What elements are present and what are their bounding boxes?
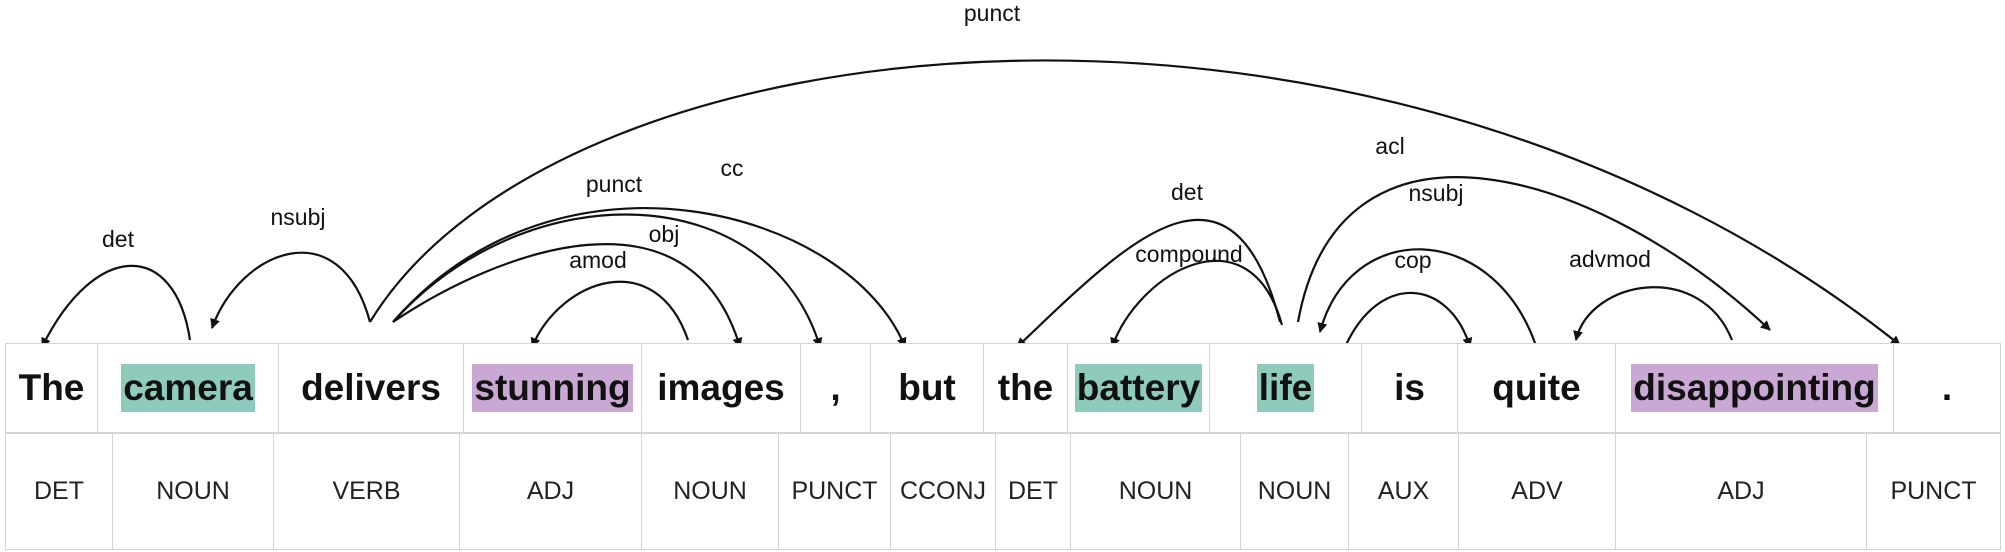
word-cell: is [1361, 343, 1458, 433]
dependency-arc [1317, 248, 1537, 344]
dependency-label: det [1171, 179, 1204, 205]
pos-tag: NOUN [156, 477, 230, 505]
pos-cell: ADV [1458, 433, 1616, 550]
word-token: images [657, 367, 785, 408]
dependency-label: cc [721, 155, 744, 181]
dependency-label: compound [1135, 241, 1242, 267]
dependency-label: punct [964, 0, 1021, 26]
dependency-label: advmod [1569, 246, 1651, 272]
dependency-arc [210, 251, 372, 329]
word-token: The [18, 367, 85, 408]
word-cell: camera [97, 343, 279, 433]
pos-tag: CCONJ [899, 477, 987, 505]
word-token: , [830, 367, 841, 408]
word-token: quite [1492, 367, 1581, 408]
word-token: disappointing [1631, 364, 1878, 412]
pos-tag: DET [34, 477, 84, 505]
pos-tag: PUNCT [791, 477, 878, 505]
word-cell: quite [1457, 343, 1616, 433]
word-cell: The [5, 343, 98, 433]
pos-tag: PUNCT [1890, 477, 1977, 505]
dependency-arc [530, 280, 690, 348]
dependency-arc [1573, 286, 1734, 341]
dependency-arc [392, 243, 743, 348]
word-token: . [1941, 367, 1953, 408]
pos-cell: PUNCT [1866, 433, 2001, 550]
pos-tag: VERB [332, 477, 401, 505]
dependency-arc [392, 213, 823, 348]
pos-cell: PUNCT [778, 433, 891, 550]
word-token: stunning [472, 364, 633, 412]
word-cell: battery [1067, 343, 1210, 433]
dependency-arc [392, 207, 907, 348]
pos-cell: NOUN [1240, 433, 1349, 550]
dependency-label: cop [1394, 247, 1431, 273]
word-token: camera [121, 364, 255, 412]
dependency-arc [1343, 291, 1473, 348]
dependency-arc [1296, 176, 1771, 331]
pos-cell: CCONJ [890, 433, 996, 550]
pos-cell: NOUN [112, 433, 274, 550]
dependency-label: amod [569, 247, 627, 273]
pos-tag: NOUN [1118, 477, 1193, 505]
word-cell: the [983, 343, 1068, 433]
dependency-arc [41, 264, 192, 348]
word-cell: disappointing [1615, 343, 1894, 433]
word-cell: but [870, 343, 984, 433]
pos-cell: DET [995, 433, 1071, 550]
pos-tag: NOUN [673, 477, 747, 505]
pos-cell: AUX [1348, 433, 1459, 550]
word-cell: . [1893, 343, 2001, 433]
pos-tag: ADJ [526, 477, 575, 505]
word-token: battery [1074, 364, 1203, 412]
pos-cell: ADJ [1615, 433, 1867, 550]
dependency-arc [369, 59, 1901, 346]
word-cell: delivers [278, 343, 464, 433]
pos-tag: AUX [1377, 477, 1430, 505]
dependency-label: punct [586, 171, 643, 197]
word-cell: , [800, 343, 871, 433]
dependency-label: det [102, 226, 135, 252]
pos-cell: VERB [273, 433, 460, 550]
dependency-arc [1110, 259, 1284, 348]
word-cell: stunning [463, 343, 642, 433]
pos-cell: DET [5, 433, 113, 550]
pos-tag: DET [1008, 477, 1058, 505]
pos-tag: NOUN [1257, 477, 1332, 505]
pos-cell: NOUN [641, 433, 779, 550]
dependency-label: nsubj [1409, 180, 1464, 206]
pos-tag: ADV [1511, 477, 1563, 505]
word-token: the [997, 367, 1054, 408]
pos-cell: NOUN [1070, 433, 1241, 550]
dependency-arc [1016, 218, 1282, 348]
dependency-label: obj [649, 221, 680, 247]
word-token: but [898, 367, 956, 408]
pos-cell: ADJ [459, 433, 642, 550]
word-token: life [1256, 364, 1315, 412]
dependency-label: nsubj [271, 204, 326, 230]
word-cell: life [1209, 343, 1362, 433]
word-token: is [1394, 367, 1425, 408]
dependency-label: acl [1375, 133, 1404, 159]
pos-tag: ADJ [1717, 477, 1765, 505]
word-cell: images [641, 343, 801, 433]
word-token: delivers [301, 367, 441, 408]
